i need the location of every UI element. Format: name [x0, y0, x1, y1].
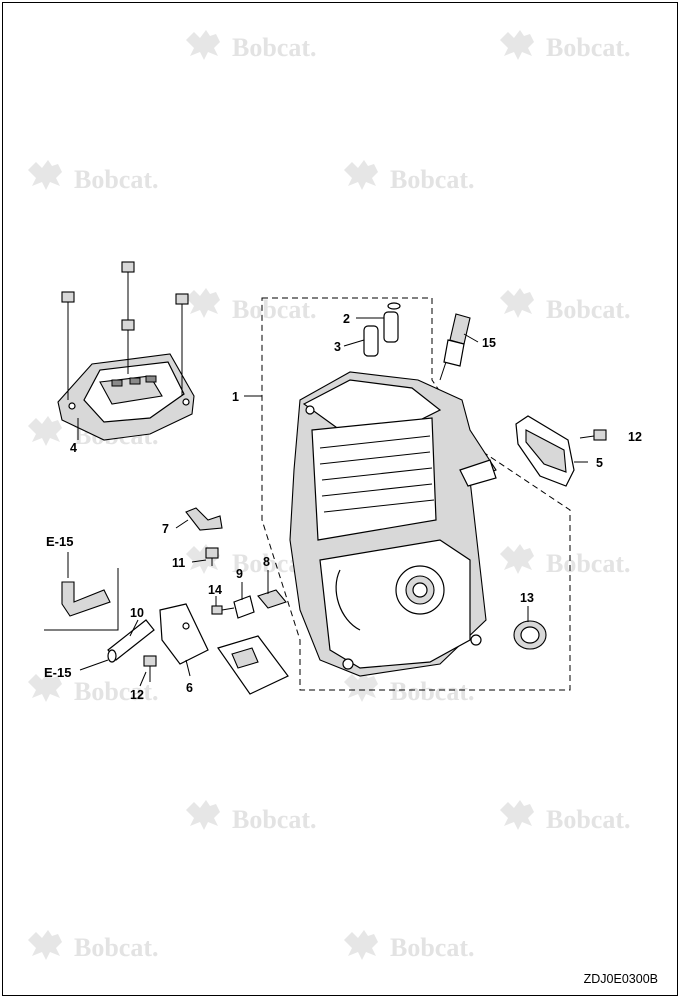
- callouts: 1 2 3 4 5 6 7 8 9 10 11 12 12 13 14 15: [70, 312, 642, 702]
- bolt-12-lower: [143, 655, 157, 682]
- watermark: Bobcat.: [500, 288, 631, 324]
- svg-text:Bobcat.: Bobcat.: [232, 805, 317, 834]
- watermark: Bobcat.: [186, 288, 317, 324]
- leader-lines: [67, 317, 588, 687]
- svg-text:Bobcat.: Bobcat.: [74, 677, 159, 706]
- watermark: Bobcat.: [28, 672, 159, 706]
- callout-3: 3: [334, 340, 341, 354]
- callout-15: 15: [482, 336, 496, 350]
- dowel-pins: [363, 302, 401, 357]
- svg-text:Bobcat.: Bobcat.: [390, 677, 475, 706]
- ref-e15-top: E-15: [46, 534, 73, 549]
- svg-text:Bobcat.: Bobcat.: [546, 295, 631, 324]
- breather-tube: [185, 507, 223, 531]
- callout-10: 10: [130, 606, 144, 620]
- breather-cover: [217, 635, 289, 695]
- spark-plug: [439, 313, 471, 381]
- watermark: Bobcat.: [186, 800, 317, 834]
- valve-cover-bolts: [61, 261, 189, 400]
- callout-2: 2: [343, 312, 350, 326]
- callout-4: 4: [70, 441, 77, 455]
- callout-12-upper: 12: [628, 430, 642, 444]
- watermark: Bobcat.: [344, 672, 475, 706]
- bolt-11: [205, 547, 219, 566]
- svg-text:Bobcat.: Bobcat.: [546, 33, 631, 62]
- bolt-12-upper: [579, 429, 607, 441]
- svg-text:Bobcat.: Bobcat.: [390, 933, 475, 962]
- callout-12-lower: 12: [130, 688, 144, 702]
- callout-7: 7: [162, 522, 169, 536]
- callout-5: 5: [596, 456, 603, 470]
- elbow-hose: [44, 568, 119, 631]
- watermark: Bobcat.: [500, 544, 631, 578]
- oil-seal: [513, 620, 547, 650]
- watermark: Bobcat.: [28, 930, 159, 962]
- svg-text:Bobcat.: Bobcat.: [232, 295, 317, 324]
- watermark: Bobcat.: [344, 930, 475, 962]
- svg-text:Bobcat.: Bobcat.: [232, 33, 317, 62]
- callout-6: 6: [186, 681, 193, 695]
- valve-cover: [57, 353, 195, 441]
- watermark: Bobcat.: [344, 160, 475, 194]
- side-gasket: [515, 415, 575, 487]
- callout-14: 14: [208, 583, 222, 597]
- callout-13: 13: [520, 591, 534, 605]
- drawing-code: ZDJ0E0300B: [583, 972, 658, 986]
- callout-1: 1: [232, 390, 239, 404]
- callout-9: 9: [236, 567, 243, 581]
- svg-text:Bobcat.: Bobcat.: [546, 549, 631, 578]
- svg-text:Bobcat.: Bobcat.: [390, 165, 475, 194]
- watermark: Bobcat.: [500, 30, 631, 62]
- svg-text:Bobcat.: Bobcat.: [74, 165, 159, 194]
- ref-e15-bottom: E-15: [44, 665, 71, 680]
- watermark: Bobcat.: [500, 800, 631, 834]
- assembly-boundary: [261, 297, 571, 691]
- watermark: Bobcat.: [186, 30, 317, 62]
- callout-11: 11: [172, 556, 185, 570]
- crankcase: [289, 371, 497, 677]
- callout-8: 8: [263, 555, 270, 569]
- watermark: Bobcat.: [28, 160, 159, 194]
- svg-text:Bobcat.: Bobcat.: [74, 933, 159, 962]
- side-cover: [159, 603, 209, 665]
- governor-plate: [211, 589, 287, 619]
- svg-text:Bobcat.: Bobcat.: [546, 805, 631, 834]
